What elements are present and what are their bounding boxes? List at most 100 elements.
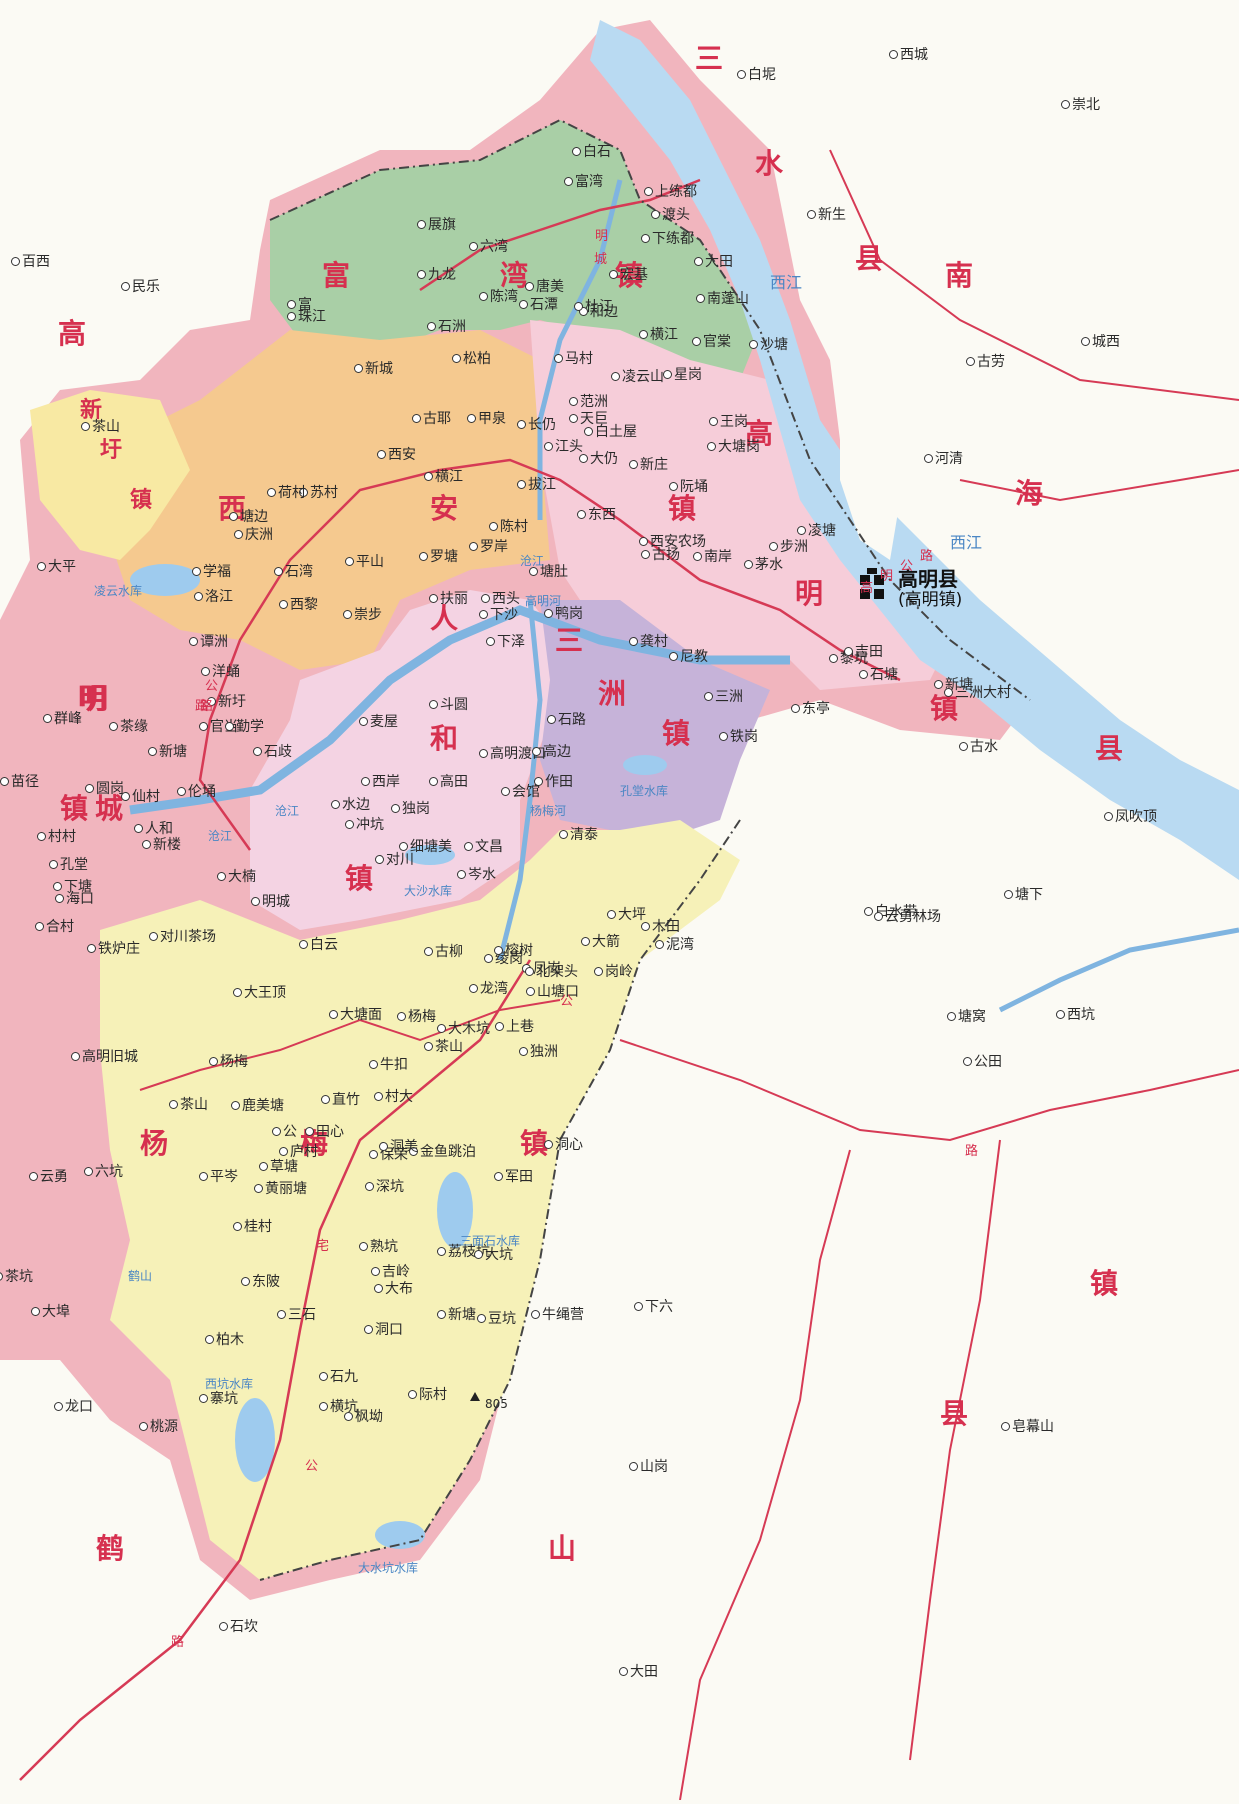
place-label-166: 洞口 — [375, 1322, 403, 1338]
place-label-36: 长仍 — [528, 417, 556, 433]
place-dot — [629, 637, 638, 646]
place-dot — [399, 842, 408, 851]
place-label-158: 吉岭 — [382, 1264, 410, 1280]
place-label-98: 伦埇 — [188, 784, 216, 800]
water-label-2: 沧江 — [208, 829, 233, 843]
place-label-81: 东亭 — [802, 701, 830, 717]
place-dot — [694, 257, 703, 266]
road-east-3 — [909, 1139, 1001, 1761]
place-dot — [529, 567, 538, 576]
road-label-9: 路 — [200, 699, 214, 714]
place-dot — [519, 1047, 528, 1056]
town-label-0-1: 湾 — [500, 259, 529, 292]
place-label-109: 细塘美 — [410, 839, 452, 855]
place-label-11: 六湾 — [480, 239, 508, 255]
place-label-90: 勤学 — [236, 719, 264, 735]
town-label-2-0: 高 — [745, 417, 774, 450]
place-label-26: 新城 — [365, 361, 393, 377]
place-dot — [966, 357, 975, 366]
place-label-28: 马村 — [565, 351, 593, 367]
place-label-146: 田心 — [316, 1124, 344, 1140]
place-dot — [859, 670, 868, 679]
place-label-57: 古扬 — [652, 547, 680, 563]
place-dot — [279, 600, 288, 609]
place-label-164: 牛绳营 — [542, 1307, 584, 1323]
place-dot — [139, 1422, 148, 1431]
place-dot — [31, 1307, 40, 1316]
place-dot — [85, 784, 94, 793]
water-label-1: 西江 — [950, 533, 983, 552]
place-dot — [364, 1325, 373, 1334]
place-label-68: 鸭岗 — [555, 606, 583, 622]
place-label-19: 杜江 — [585, 299, 613, 315]
place-dot — [1104, 812, 1113, 821]
place-dot — [134, 824, 143, 833]
place-dot — [607, 910, 616, 919]
place-dot — [391, 804, 400, 813]
place-label-142: 茶山 — [180, 1097, 208, 1113]
place-dot — [169, 1100, 178, 1109]
place-label-24: 珠江 — [298, 309, 326, 325]
place-dot — [547, 715, 556, 724]
place-label-22: 沙塘 — [760, 337, 788, 353]
place-label-197: 白云 — [310, 937, 338, 953]
place-label-152: 平岑 — [210, 1169, 238, 1185]
place-dot — [424, 1042, 433, 1051]
place-dot — [452, 354, 461, 363]
place-label-82: 三洲大村 — [955, 685, 1011, 701]
place-dot — [287, 312, 296, 321]
place-dot — [43, 714, 52, 723]
place-label-127: 山塘口 — [537, 984, 579, 1000]
place-label-83: 新圩 — [218, 694, 246, 710]
place-dot — [944, 688, 953, 697]
place-label-187: 龙口 — [65, 1399, 93, 1415]
road-label-3: 路 — [195, 699, 209, 714]
place-label-43: 横江 — [435, 469, 463, 485]
place-dot — [874, 912, 883, 921]
outer-region-label-8: 镇 — [1090, 1267, 1119, 1300]
place-label-180: 皂幕山 — [1012, 1419, 1054, 1435]
place-dot — [469, 984, 478, 993]
place-dot — [427, 322, 436, 331]
place-dot — [889, 50, 898, 59]
place-label-189: 茶坑 — [5, 1269, 33, 1285]
place-label-15: 唐美 — [536, 279, 564, 295]
outer-region-label-3: 南 — [945, 259, 974, 292]
place-dot — [251, 897, 260, 906]
place-dot — [375, 855, 384, 864]
place-dot — [467, 414, 476, 423]
place-dot — [479, 749, 488, 758]
place-dot — [544, 1140, 553, 1149]
outer-region-label-5: 县 — [1095, 732, 1124, 765]
place-dot — [319, 1402, 328, 1411]
place-label-161: 大坑 — [485, 1247, 513, 1263]
place-label-21: 官棠 — [703, 334, 731, 350]
place-label-122: 对川茶场 — [160, 929, 216, 945]
place-label-126: 古柳 — [435, 944, 463, 960]
place-label-67: 西头 — [492, 591, 520, 607]
place-label-172: 际村 — [419, 1387, 447, 1403]
town-label-5-2: 镇 — [520, 1127, 549, 1160]
place-label-31: 范洲 — [580, 394, 608, 410]
place-label-105: 新楼 — [153, 837, 181, 853]
place-dot — [744, 560, 753, 569]
place-label-102: 水边 — [342, 797, 370, 813]
road-label-6: 公 — [305, 1459, 319, 1474]
place-dot — [219, 1622, 228, 1631]
place-dot — [579, 307, 588, 316]
place-dot — [148, 747, 157, 756]
place-label-1: 西城 — [900, 47, 928, 63]
place-dot — [844, 647, 853, 656]
place-label-17: 石潭 — [530, 297, 558, 313]
place-dot — [429, 594, 438, 603]
place-label-74: 下泽 — [497, 634, 525, 650]
place-label-138: 杨梅 — [220, 1054, 248, 1070]
place-label-48: 东西 — [588, 507, 616, 523]
river-island — [840, 420, 900, 560]
place-label-51: 罗岸 — [480, 539, 508, 555]
place-label-203: 山岗 — [640, 1459, 668, 1475]
place-dot — [959, 742, 968, 751]
place-dot — [241, 1277, 250, 1286]
place-label-84: 麦屋 — [370, 714, 398, 730]
place-label-5: 富湾 — [575, 174, 603, 190]
